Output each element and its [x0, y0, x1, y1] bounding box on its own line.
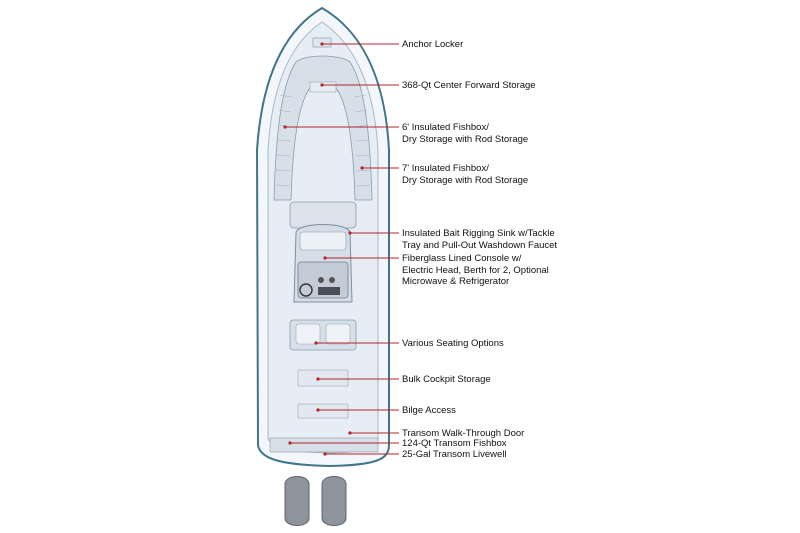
leader-dot-cockpit-storage [316, 377, 320, 381]
leader-dot-seating-options [314, 341, 318, 345]
callout-label-bilge-access: Bilge Access [402, 405, 456, 416]
outboard-engine-starboard [321, 476, 347, 526]
callout-label-transom-door: Transom Walk-Through Door [402, 428, 525, 439]
leader-dot-center-forward-storage [320, 83, 324, 87]
callout-label-fishbox-7: 7' Insulated Fishbox/ Dry Storage with R… [402, 163, 529, 186]
leader-dot-fishbox-6 [283, 125, 287, 129]
outboard-engine-port [284, 476, 310, 526]
callout-lines [283, 42, 399, 456]
leader-dot-console [323, 256, 327, 260]
callout-label-console: Fiberglass Lined Console w/ Electric Hea… [402, 253, 549, 287]
callout-label-center-forward-storage: 368-Qt Center Forward Storage [402, 80, 536, 91]
console-windshield [299, 231, 347, 251]
leader-dot-transom-livewell [323, 452, 327, 456]
steering-wheel [299, 283, 313, 297]
leader-dot-bait-rigging-sink [348, 231, 352, 235]
callout-label-transom-fishbox: 124-Qt Transom Fishbox [402, 438, 507, 449]
leader-dot-transom-fishbox [288, 441, 292, 445]
center-forward-storage-hatch [309, 81, 337, 93]
seat-right [325, 323, 351, 345]
leader-dot-transom-door [348, 431, 352, 435]
seat-left [295, 323, 321, 345]
callout-label-seating-options: Various Seating Options [402, 338, 504, 349]
callout-label-cockpit-storage: Bulk Cockpit Storage [402, 374, 491, 385]
callout-label-bait-rigging-sink: Insulated Bait Rigging Sink w/Tackle Tra… [402, 228, 558, 251]
leader-dot-anchor-locker [320, 42, 324, 46]
cockpit-storage-hatch [297, 369, 349, 387]
leader-dot-bilge-access [316, 408, 320, 412]
callout-label-anchor-locker: Anchor Locker [402, 39, 464, 50]
transom [269, 437, 379, 453]
callout-label-fishbox-6: 6' Insulated Fishbox/ Dry Storage with R… [402, 122, 529, 145]
callout-label-transom-livewell: 25-Gal Transom Livewell [402, 449, 507, 460]
helm-gauge [318, 277, 324, 283]
helm-display [318, 287, 340, 295]
bilge-access-hatch [297, 403, 349, 419]
leader-dot-fishbox-7 [360, 166, 364, 170]
helm-gauge-2 [329, 277, 335, 283]
